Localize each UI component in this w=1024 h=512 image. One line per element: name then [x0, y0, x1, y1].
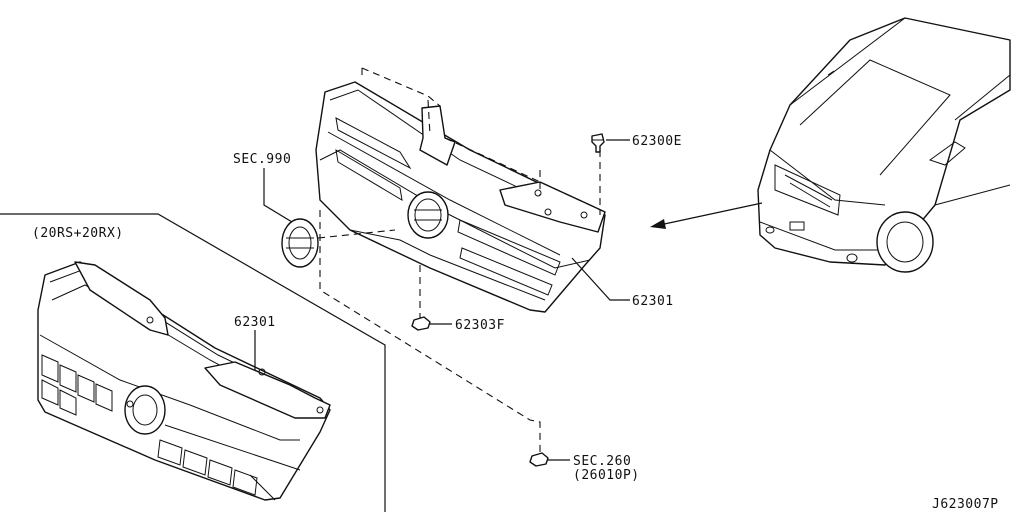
sec260-sub-label: (26010P)	[573, 468, 640, 483]
variant-frame	[0, 213, 386, 512]
part-62303f-label: 62303F	[455, 318, 505, 333]
vehicle-arrow-head	[650, 219, 666, 229]
grille-variant	[37, 261, 331, 501]
sec990-label: SEC.990	[233, 152, 291, 167]
nut-62303f	[411, 316, 431, 331]
variant-label: (20RS+20RX)	[32, 226, 124, 241]
variant-62301-label: 62301	[234, 315, 276, 330]
clip-62300e	[591, 133, 605, 153]
emblem-part	[281, 218, 319, 268]
sec990-leader	[263, 168, 293, 223]
sec260-label: SEC.260	[573, 454, 631, 469]
part-62301-label: 62301	[632, 294, 674, 309]
vehicle-illustration	[757, 17, 1011, 273]
diagram-id: J623007P	[932, 497, 999, 512]
vehicle-arrow-line	[654, 202, 763, 227]
grille-main	[315, 81, 606, 313]
nut-sec260	[529, 452, 549, 467]
part-62300e-label: 62300E	[632, 134, 682, 149]
